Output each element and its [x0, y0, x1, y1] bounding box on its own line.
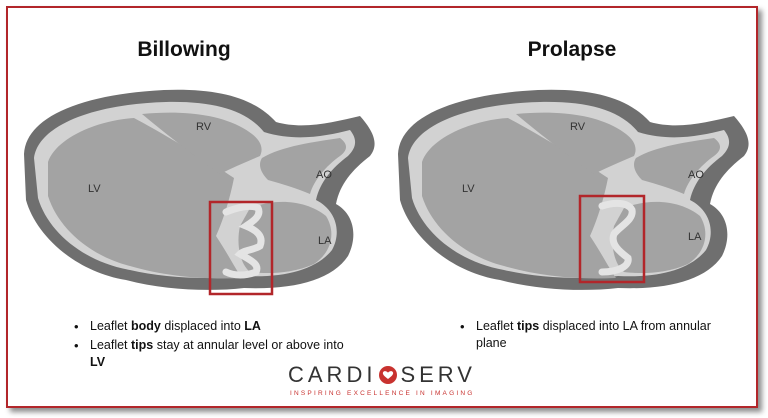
highlight-box-billowing [208, 200, 274, 296]
la-chamber [612, 201, 706, 274]
mitral-leaflets-prolapse [598, 199, 636, 276]
bullet-item: Leaflet tips displaced into LA from annu… [460, 318, 730, 352]
label-ao: AO [316, 169, 332, 181]
bullet-item: Leaflet body displaced into LA [74, 318, 344, 335]
bullet-list-billowing: Leaflet body displaced into LA Leaflet t… [74, 318, 344, 373]
bullet-item: Leaflet tips stay at annular level or ab… [74, 337, 344, 371]
bullet-bold: tips [517, 319, 540, 333]
bullet-bold: LA [244, 319, 261, 333]
lv-chamber [48, 118, 242, 279]
highlight-box-prolapse [578, 194, 646, 284]
panel-title-prolapse: Prolapse [527, 38, 617, 61]
logo-part-2: SERV [400, 362, 476, 387]
label-lv: LV [462, 183, 475, 195]
label-rv: RV [570, 121, 586, 133]
bullet-text: Leaflet [90, 319, 132, 333]
mitral-leaflets-billowing [222, 202, 265, 279]
logo-part-1: CARDI [288, 362, 377, 387]
bullet-text: Leaflet [476, 319, 518, 333]
label-la: LA [688, 231, 702, 243]
aorta-vessel [634, 138, 720, 194]
la-chamber [238, 201, 332, 274]
label-rv: RV [196, 121, 212, 133]
bullet-text: Leaflet [90, 338, 132, 352]
panel-title-billowing: Billowing [137, 38, 231, 61]
label-lv: LV [88, 183, 101, 195]
heart-icon [379, 366, 398, 384]
bullet-bold: tips [131, 338, 154, 352]
rv-chamber [516, 112, 636, 174]
bullet-bold: LV [90, 355, 106, 369]
heart-diagram-prolapse: RV LV AO LA [398, 89, 749, 290]
cardioserv-logo: CARDI SERV INSPIRING EXCELLENCE IN IMAGIN… [288, 362, 488, 402]
logo-tagline: INSPIRING EXCELLENCE IN IMAGING [290, 390, 475, 397]
bullet-bold: body [131, 319, 161, 333]
bullet-list-prolapse: Leaflet tips displaced into LA from annu… [460, 318, 730, 354]
bullet-text: stay at annular level or above into [153, 338, 344, 352]
aorta-vessel [260, 138, 346, 194]
bullet-text: displaced into [160, 319, 245, 333]
lv-chamber [422, 118, 616, 279]
rv-chamber [142, 112, 262, 174]
heart-diagram-billowing: RV LV AO LA [24, 89, 375, 296]
logo-wordmark: CARDI SERV [288, 362, 476, 388]
label-la: LA [318, 235, 332, 247]
bullet-text: displaced into LA from annular plane [476, 319, 711, 350]
label-ao: AO [688, 169, 704, 181]
